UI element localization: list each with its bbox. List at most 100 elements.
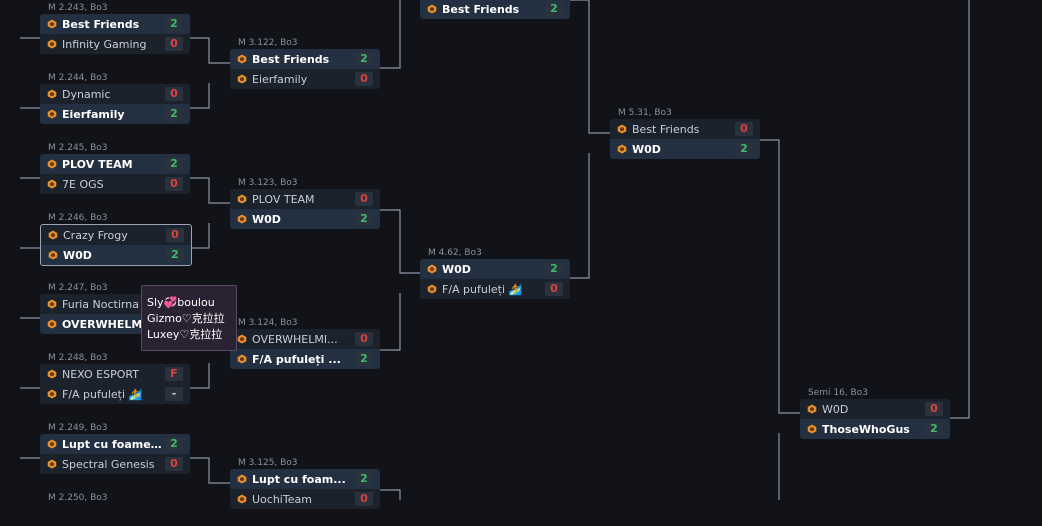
team-row[interactable]: Lupt cu foame...2 bbox=[40, 434, 190, 454]
team-name[interactable]: PLOV TEAM bbox=[252, 192, 315, 206]
team-name[interactable]: NEXO ESPORT bbox=[62, 367, 139, 381]
team-name[interactable]: Lupt cu foam... bbox=[252, 472, 346, 486]
team-name[interactable]: Infinity Gaming bbox=[62, 37, 147, 51]
team-logo-icon bbox=[237, 194, 247, 204]
team-score: 0 bbox=[355, 72, 373, 86]
team-name[interactable]: Best Friends bbox=[252, 52, 330, 66]
team-score: 2 bbox=[355, 212, 373, 226]
match-label: M 3.124, Bo3 bbox=[238, 318, 298, 328]
team-name[interactable]: F/A pufuleți ... bbox=[252, 352, 341, 366]
team-name[interactable]: Crazy Frogy bbox=[63, 228, 128, 242]
team-name[interactable]: 7E OGS bbox=[62, 177, 104, 191]
team-row[interactable]: Eierfamily 0 bbox=[230, 69, 380, 89]
team-score: - bbox=[165, 387, 183, 401]
team-logo-icon bbox=[237, 354, 247, 364]
team-row[interactable]: UochiTeam 0 bbox=[230, 489, 380, 509]
team-name[interactable]: OVERWHELMI... bbox=[252, 332, 338, 346]
team-row[interactable]: Lupt cu foam...2 bbox=[230, 469, 380, 489]
team-row[interactable]: F/A pufuleți ...2 bbox=[230, 349, 380, 369]
team-name[interactable]: F/A pufuleți 🏄 bbox=[62, 387, 143, 401]
team-row[interactable]: F/A pufuleți 🏄 - bbox=[40, 384, 190, 404]
team-name[interactable]: PLOV TEAM bbox=[62, 157, 133, 171]
team-name[interactable]: W0D bbox=[63, 248, 92, 262]
team-name[interactable]: Spectral Genesis bbox=[62, 457, 155, 471]
team-row[interactable]: 7E OGS 0 bbox=[40, 174, 190, 194]
team-score: 0 bbox=[165, 177, 183, 191]
team-name[interactable]: F/A pufuleți 🏄 bbox=[442, 282, 523, 296]
team-name[interactable]: Eierfamily bbox=[252, 72, 308, 86]
team-logo-icon bbox=[47, 159, 57, 169]
team-name[interactable]: Eierfamily bbox=[62, 107, 125, 121]
team-name[interactable]: W0D bbox=[632, 142, 661, 156]
team-name[interactable]: Best Friends bbox=[442, 2, 520, 16]
team-row[interactable]: F/A pufuleți 🏄0 bbox=[420, 279, 570, 299]
tooltip-player-3: Luxey♡克拉拉 bbox=[147, 328, 223, 341]
team-name[interactable]: Best Friends bbox=[62, 17, 140, 31]
team-name[interactable]: Lupt cu foame... bbox=[62, 437, 162, 451]
team-logo-icon bbox=[237, 74, 247, 84]
team-name[interactable]: Best Friends bbox=[632, 122, 700, 136]
team-row[interactable]: OVERWHELMI...0 bbox=[230, 329, 380, 349]
team-name[interactable]: W0D bbox=[822, 402, 849, 416]
team-name[interactable]: W0D bbox=[442, 262, 471, 276]
match-label: M 3.125, Bo3 bbox=[238, 458, 298, 468]
team-logo-icon bbox=[48, 230, 58, 240]
team-name[interactable]: ThoseWhoGus bbox=[822, 422, 910, 436]
team-row[interactable]: W0D 2 bbox=[230, 209, 380, 229]
team-logo-icon bbox=[47, 459, 57, 469]
team-name[interactable]: W0D bbox=[252, 212, 281, 226]
team-name[interactable]: UochiTeam bbox=[252, 492, 312, 506]
team-score: 0 bbox=[355, 492, 373, 506]
team-name[interactable]: Dynamic bbox=[62, 87, 111, 101]
team-logo-icon bbox=[237, 474, 247, 484]
match-m2250[interactable]: M 2.250, Bo3 bbox=[40, 493, 190, 526]
team-row[interactable]: Furia Noctirna bbox=[40, 294, 190, 314]
team-logo-icon bbox=[48, 250, 58, 260]
